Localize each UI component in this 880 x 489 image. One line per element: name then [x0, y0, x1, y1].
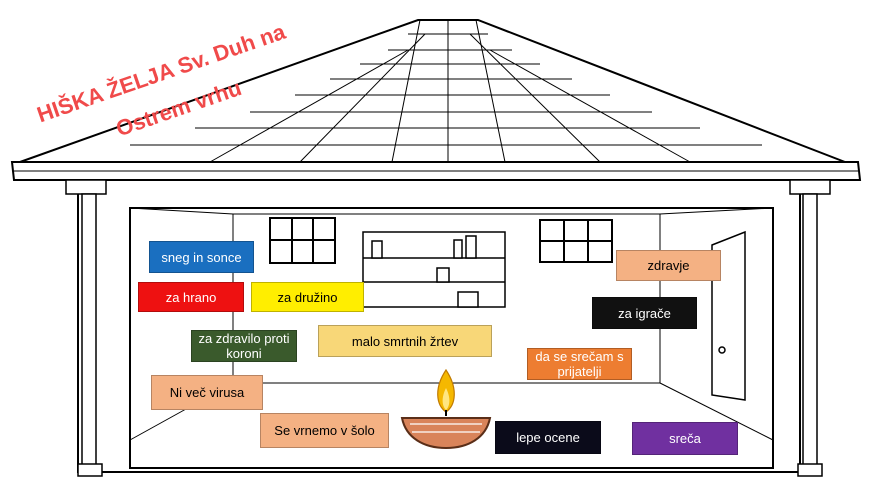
wish-note-malo-smrtnih-zrtev: malo smrtnih žrtev [318, 325, 492, 357]
wish-note-sreca: sreča [632, 422, 738, 455]
wish-note-da-se-srecam: da se srečam s prijatelji [527, 348, 632, 380]
gutters [65, 179, 831, 477]
wish-note-za-zdravilo: za zdravilo proti koroni [191, 330, 297, 362]
window-left [269, 217, 336, 264]
window-right [539, 219, 613, 263]
oil-lamp-icon [400, 368, 492, 450]
roof [10, 19, 862, 181]
wish-note-zdravje: zdravje [616, 250, 721, 281]
wish-note-za-hrano: za hrano [138, 282, 244, 312]
wish-note-sneg-in-sonce: sneg in sonce [149, 241, 254, 273]
wish-note-za-igrace: za igrače [592, 297, 697, 329]
wish-note-se-vrnemo-v-solo: Se vrnemo v šolo [260, 413, 389, 448]
shelf-unit [362, 231, 506, 308]
wish-note-lepe-ocene: lepe ocene [495, 421, 601, 454]
wish-note-ni-vec-virusa: Ni več virusa [151, 375, 263, 410]
side-door [711, 230, 746, 401]
wish-note-za-druzino: za družino [251, 282, 364, 312]
